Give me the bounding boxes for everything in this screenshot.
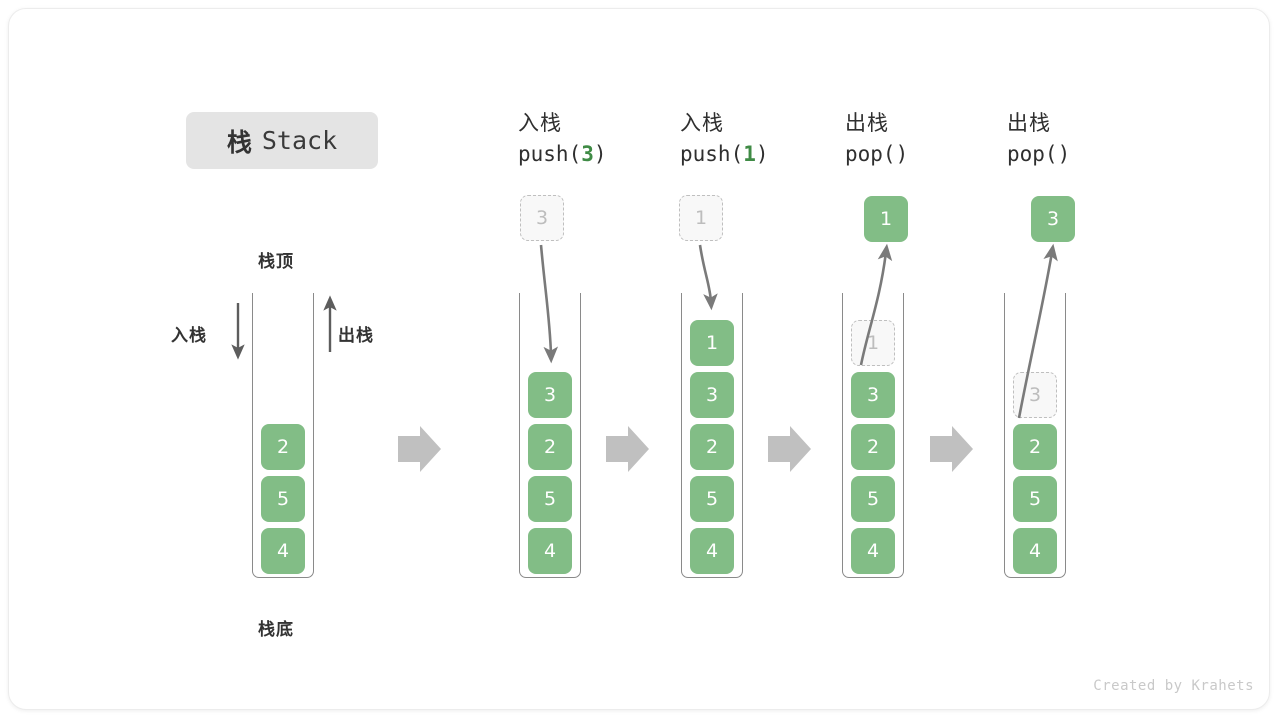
- header-pop3-line2: pop(): [1007, 138, 1167, 170]
- float-cell-push3: 3: [520, 195, 564, 241]
- header-pop3-line1: 出栈: [1007, 111, 1051, 135]
- stack-cells-pop3: 4 5 2 3: [1004, 366, 1066, 574]
- stack-cell: 2: [690, 424, 734, 470]
- label-stack-bottom: 栈底: [258, 620, 294, 640]
- stack-cell: 4: [690, 528, 734, 574]
- header-pop1-line2: pop(): [845, 138, 1005, 170]
- stack-cell: 4: [261, 528, 305, 574]
- stack-pop1: 4 5 2 3 1: [842, 293, 904, 578]
- title-en: Stack: [261, 126, 338, 155]
- stack-cell: 3: [851, 372, 895, 418]
- stack-walls: [252, 293, 314, 578]
- stack-cell: 5: [851, 476, 895, 522]
- title-zh: 栈: [226, 127, 253, 157]
- header-push3-op: push(: [518, 142, 582, 166]
- header-pop1-op-end: ): [895, 142, 909, 166]
- header-push1-op: push(: [680, 142, 744, 166]
- stack-cells-push3: 4 5 2 3: [519, 366, 581, 574]
- header-push3-op-end: ): [593, 142, 607, 166]
- header-push3-arg: 3: [581, 142, 594, 166]
- header-push1-line1: 入栈: [680, 111, 724, 135]
- stack-cell: 4: [1013, 528, 1057, 574]
- stack-cell: 5: [1013, 476, 1057, 522]
- stack-cell: 4: [528, 528, 572, 574]
- credit-text: Created by Krahets: [1093, 678, 1254, 694]
- stack-cell-ghost: 1: [851, 320, 895, 366]
- stack-initial: 4 5 2: [252, 293, 314, 578]
- stack-cell: 2: [261, 424, 305, 470]
- stack-cell: 4: [851, 528, 895, 574]
- header-pop3-op-end: ): [1057, 142, 1071, 166]
- stack-walls: [681, 293, 743, 578]
- label-push-side: 入栈: [171, 326, 207, 346]
- stack-cell: 3: [690, 372, 734, 418]
- stack-cells-initial: 4 5 2: [252, 418, 314, 574]
- float-cell-push1: 1: [679, 195, 723, 241]
- stack-walls: [842, 293, 904, 578]
- stack-cell: 5: [690, 476, 734, 522]
- stack-pop3: 4 5 2 3: [1004, 293, 1066, 578]
- header-push1-line2: push(1): [680, 138, 840, 170]
- header-push1-arg: 1: [743, 142, 756, 166]
- header-push1-op-end: ): [755, 142, 769, 166]
- stack-cells-pop1: 4 5 2 3 1: [842, 314, 904, 574]
- stack-cell: 2: [851, 424, 895, 470]
- stack-cell: 2: [1013, 424, 1057, 470]
- header-pop3: 出栈 pop(): [1007, 108, 1167, 170]
- header-push3-line1: 入栈: [518, 111, 562, 135]
- stack-cell: 2: [528, 424, 572, 470]
- stack-cell: 5: [528, 476, 572, 522]
- stack-walls: [519, 293, 581, 578]
- header-pop1: 出栈 pop(): [845, 108, 1005, 170]
- stack-cell: 5: [261, 476, 305, 522]
- stack-cell: 3: [528, 372, 572, 418]
- label-pop-side: 出栈: [338, 326, 374, 346]
- title-badge: 栈 Stack: [186, 112, 378, 169]
- label-stack-top: 栈顶: [258, 252, 294, 272]
- stack-cell-ghost: 3: [1013, 372, 1057, 418]
- header-pop3-op: pop(: [1007, 142, 1058, 166]
- float-cell-pop3: 3: [1031, 196, 1075, 242]
- header-push1: 入栈 push(1): [680, 108, 840, 170]
- stack-push1: 4 5 2 3 1: [681, 293, 743, 578]
- stack-cells-push1: 4 5 2 3 1: [681, 314, 743, 574]
- header-push3-line2: push(3): [518, 138, 678, 170]
- header-push3: 入栈 push(3): [518, 108, 678, 170]
- stack-push3: 4 5 2 3: [519, 293, 581, 578]
- header-pop1-op: pop(: [845, 142, 896, 166]
- header-pop1-line1: 出栈: [845, 111, 889, 135]
- float-cell-pop1: 1: [864, 196, 908, 242]
- stack-cell: 1: [690, 320, 734, 366]
- stack-walls: [1004, 293, 1066, 578]
